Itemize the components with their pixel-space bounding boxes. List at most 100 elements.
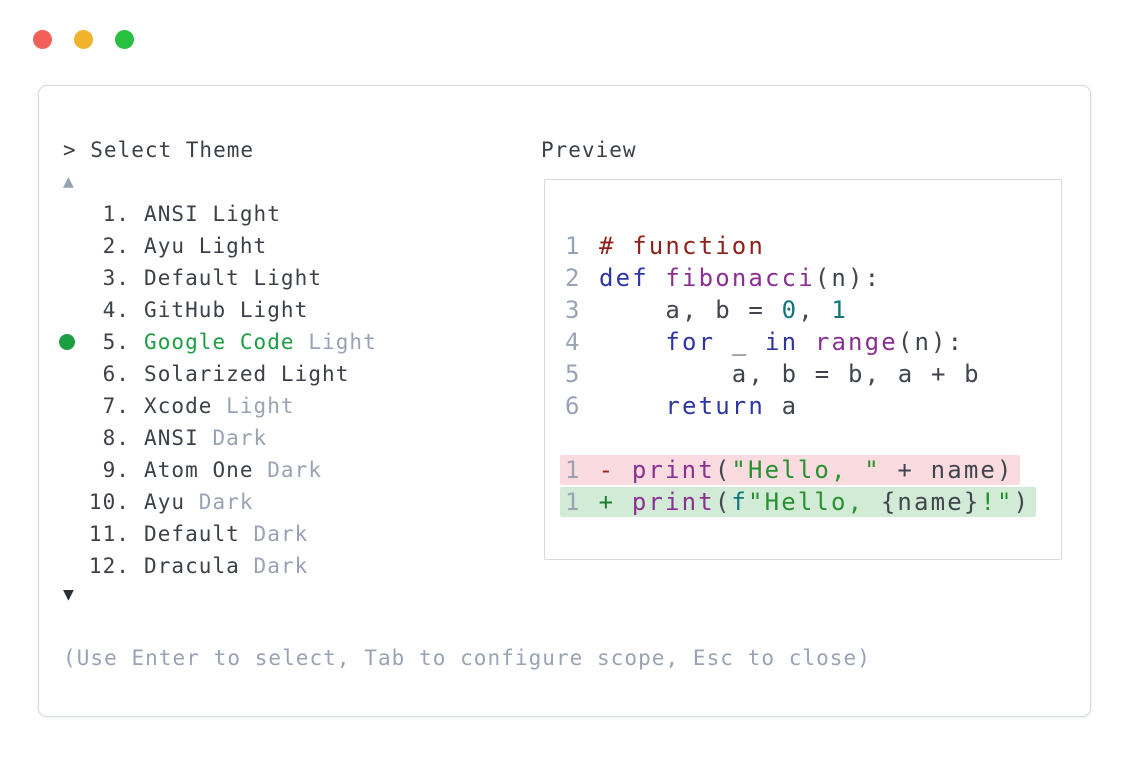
theme-list-item[interactable]: 10.Ayu Dark — [39, 486, 539, 518]
code-segment-keyword: def — [599, 264, 649, 292]
theme-list-item[interactable]: 6.Solarized Light — [39, 358, 539, 390]
code-line: 6 return a — [565, 390, 1036, 422]
theme-item-label: ANSI Dark — [144, 426, 267, 450]
theme-item-number: 4. — [102, 298, 130, 322]
code-segment-function: print — [631, 456, 715, 484]
line-number: 1 — [565, 456, 582, 484]
code-segment-plain — [599, 392, 665, 420]
theme-item-label: Default Light — [144, 266, 322, 290]
theme-item-name: Google Code — [144, 330, 295, 354]
theme-list-item[interactable]: 12. Dracula Dark — [39, 550, 539, 582]
theme-item-variant: Dark — [198, 426, 268, 450]
code-blank-line — [565, 422, 1036, 454]
code-segment-plain: a, b = — [599, 296, 782, 324]
code-line: 3 a, b = 0, 1 — [565, 294, 1036, 326]
line-number: 3 — [565, 296, 582, 324]
theme-item-name: Xcode — [144, 394, 213, 418]
theme-item-number: 2. — [102, 234, 130, 258]
code-segment-string: "Hello, — [748, 488, 881, 516]
code-segment-plain — [649, 264, 666, 292]
theme-item-name: Dracula — [144, 554, 240, 578]
line-number: 1 — [565, 232, 582, 260]
minimize-button[interactable] — [74, 30, 93, 49]
theme-list-item[interactable]: 3.Default Light — [39, 262, 539, 294]
selected-indicator-dot — [57, 334, 85, 350]
code-segment-keyword: return — [665, 392, 766, 420]
zoom-button[interactable] — [115, 30, 134, 49]
code-segment-plain — [599, 328, 665, 356]
line-number: 6 — [565, 392, 582, 420]
code-segment-plain: ( — [714, 456, 732, 484]
code-segment-plain: _ — [715, 328, 766, 356]
diff-highlight-added: 1 + print(f"Hello, {name}!") — [560, 487, 1037, 517]
theme-item-name: Default — [144, 522, 240, 546]
theme-item-name: GitHub Light — [144, 298, 309, 322]
theme-list-item[interactable]: 8. ANSI Dark — [39, 422, 539, 454]
code-segment-function: print — [631, 488, 715, 516]
diff-line-removed: 1 - print("Hello, " + name) — [560, 454, 1036, 486]
code-segment-plus: + — [582, 488, 632, 516]
theme-item-name: Ayu Light — [144, 234, 268, 258]
theme-item-label: GitHub Light — [144, 298, 308, 322]
code-segment-string: !" — [980, 488, 1014, 516]
close-button[interactable] — [33, 30, 52, 49]
theme-item-number: 12. — [88, 554, 130, 578]
code-segment-minus: - — [582, 456, 632, 484]
theme-item-variant: Dark — [239, 554, 309, 578]
preview-heading: Preview — [541, 138, 637, 162]
theme-list-item[interactable]: 4. GitHub Light — [39, 294, 539, 326]
line-number: 2 — [565, 264, 582, 292]
code-line: 4 for _ in range(n): — [565, 326, 1036, 358]
code-segment-plain: (n): — [897, 328, 965, 356]
theme-item-label: Solarized Light — [144, 362, 349, 386]
code-segment-string: "Hello, " — [731, 456, 881, 484]
theme-item-name: Ayu — [144, 490, 186, 514]
theme-list-item[interactable]: 7.Xcode Light — [39, 390, 539, 422]
theme-item-number: 1. — [102, 202, 130, 226]
theme-item-variant: Dark — [239, 522, 309, 546]
theme-item-label: Ayu Light — [144, 234, 267, 258]
code-segment-literal: 1 — [831, 296, 849, 324]
theme-item-number: 8. — [102, 426, 130, 450]
code-segment-keyword: in — [765, 328, 799, 356]
theme-item-number: 5. — [102, 330, 130, 354]
code-segment-plain: , — [798, 296, 832, 324]
diff-line-added: 1 + print(f"Hello, {name}!") — [560, 486, 1037, 518]
theme-list-item[interactable]: 9. Atom One Dark — [39, 454, 539, 486]
code-segment-plain: (n): — [814, 264, 882, 292]
theme-item-number: 7. — [102, 394, 130, 418]
theme-item-label: Default Dark — [144, 522, 308, 546]
theme-item-label: Atom One Dark — [144, 458, 322, 482]
scroll-down-arrow-icon[interactable]: ▼ — [63, 579, 103, 611]
theme-list-item[interactable]: 1. ANSI Light — [39, 198, 539, 230]
code-segment-literal: f — [731, 488, 749, 516]
code-line: 1# function — [565, 230, 1036, 262]
theme-item-variant: Dark — [185, 490, 254, 514]
window-controls — [33, 30, 134, 49]
theme-list-item[interactable]: 11. Default Dark — [39, 518, 539, 550]
code-segment-function: range — [814, 328, 898, 356]
code-segment-keyword: for — [665, 328, 716, 356]
theme-item-variant: Dark — [253, 458, 323, 482]
theme-item-number: 11. — [88, 522, 130, 546]
code-segment-plain: a, b = b, a + b — [599, 360, 981, 388]
line-number: 5 — [565, 360, 582, 388]
code-line: 5 a, b = b, a + b — [565, 358, 1036, 390]
code-segment-literal: 0 — [781, 296, 799, 324]
theme-item-name: ANSI Light — [144, 202, 281, 226]
theme-item-name: Default Light — [144, 266, 323, 290]
theme-item-number: 9. — [102, 458, 130, 482]
code-segment-plain: + name) — [880, 456, 1014, 484]
code-segment-plain: {name} — [880, 488, 981, 516]
theme-item-name: Atom One — [144, 458, 254, 482]
line-number: 1 — [565, 488, 582, 516]
scroll-up-arrow-icon[interactable]: ▲ — [63, 166, 103, 198]
theme-list-item[interactable]: 2. Ayu Light — [39, 230, 539, 262]
theme-list-item[interactable]: 5.Google Code Light — [39, 326, 539, 358]
help-text: (Use Enter to select, Tab to configure s… — [63, 646, 871, 670]
